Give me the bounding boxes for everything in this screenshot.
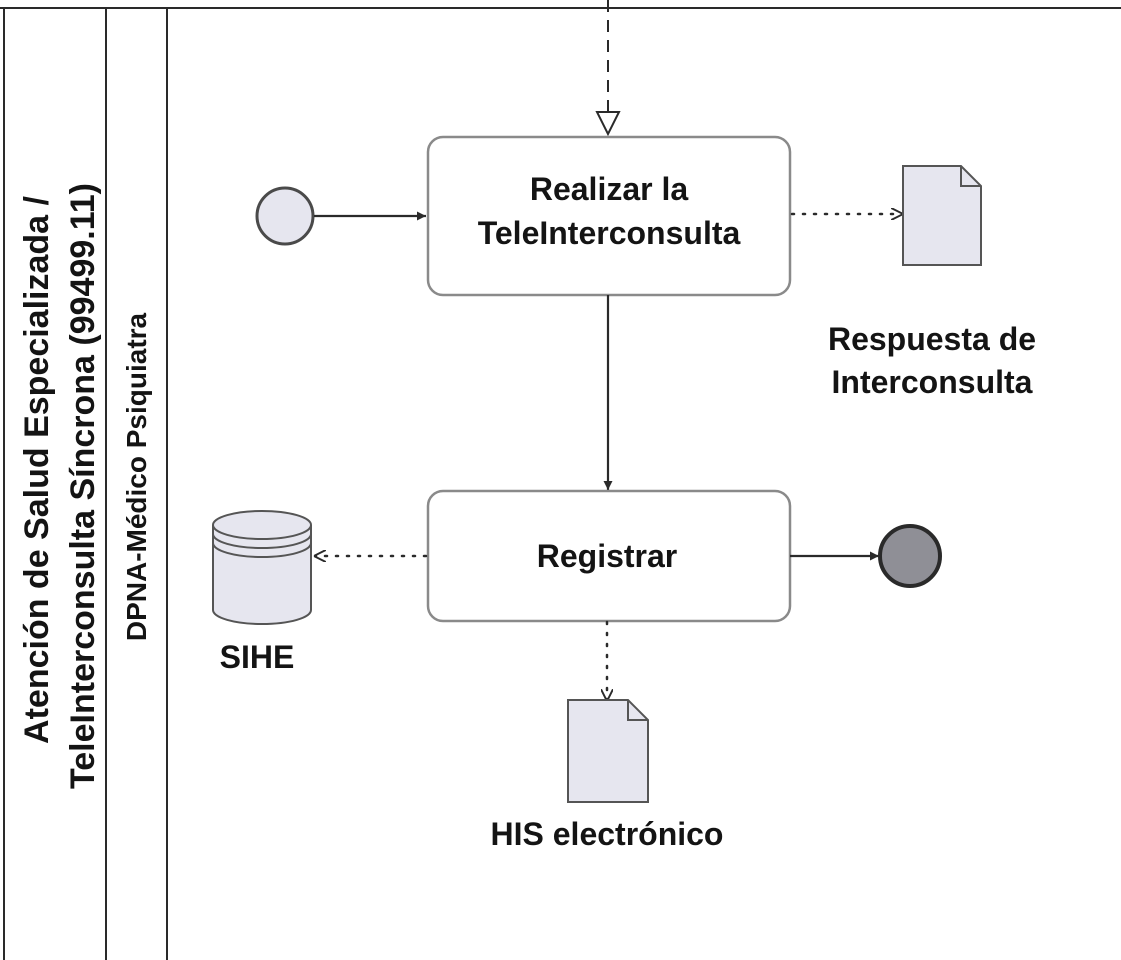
task2-label: Registrar xyxy=(537,538,678,574)
start-event[interactable] xyxy=(255,186,315,246)
task1-label-line2: TeleInterconsulta xyxy=(478,215,741,251)
task1-label-line1: Realizar la xyxy=(530,171,689,207)
datastore-ring1-sihe xyxy=(212,533,312,549)
datastore-top-sihe xyxy=(212,510,312,540)
respuesta-label-line2: Interconsulta xyxy=(832,364,1033,400)
datastore-icon-sihe xyxy=(212,525,312,625)
document-fold-respuesta xyxy=(960,166,981,187)
pool-title-line1: Atención de Salud Especializada / xyxy=(18,195,56,743)
document-icon-his xyxy=(567,699,649,803)
document-fold-his xyxy=(627,700,648,721)
his-label: HIS electrónico xyxy=(491,816,724,852)
document-icon-respuesta xyxy=(902,165,982,266)
pool-title-line2: TeleInterconsulta Síncrona (99499.11) xyxy=(64,183,102,789)
incoming-message-arrowhead xyxy=(595,111,621,137)
sihe-label: SIHE xyxy=(220,639,295,675)
lane-title: DPNA-Médico Psiquiatra xyxy=(121,312,152,641)
respuesta-label-line1: Respuesta de xyxy=(828,321,1036,357)
end-event[interactable] xyxy=(878,524,942,588)
datastore-ring2-sihe xyxy=(212,542,312,558)
